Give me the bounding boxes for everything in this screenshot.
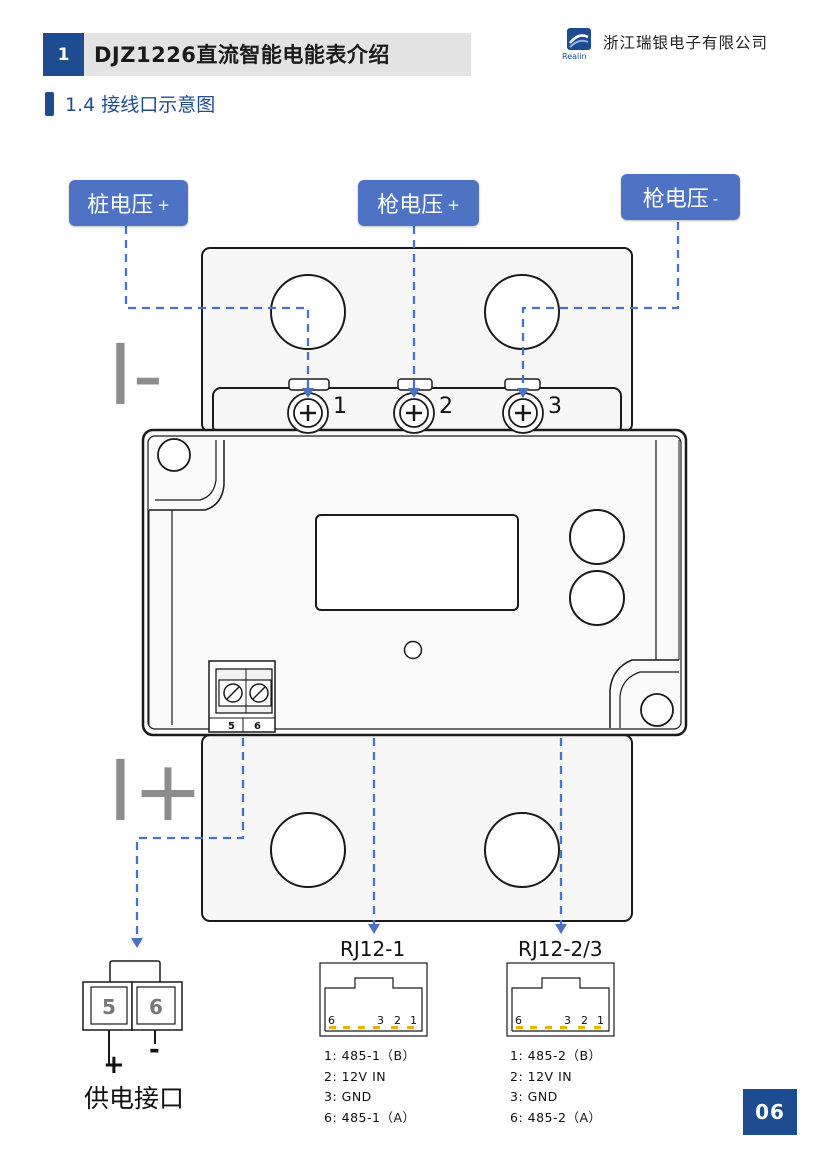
positive-polarity: + <box>103 1050 125 1080</box>
rj12-1-pin-1: 1 <box>410 1014 417 1027</box>
logo-wordmark: Realin <box>562 52 587 61</box>
power-interface-label: 供电接口 <box>84 1084 185 1113</box>
pin-description: 3: GND <box>510 1089 558 1104</box>
section-number: 1 <box>43 33 84 76</box>
callout-gun-voltage-negative: 枪电压- <box>621 174 740 220</box>
realin-logo-icon <box>567 28 591 50</box>
section-header-bar <box>43 33 471 76</box>
callout-text: 枪电压 <box>642 187 709 212</box>
callout-sign: - <box>712 190 719 208</box>
company-name: 浙江瑞银电子有限公司 <box>603 34 769 52</box>
power-terminal-6: 6 <box>149 995 163 1019</box>
callout-pile-voltage-positive: 桩电压+ <box>69 180 188 226</box>
pin-description: 1: 485-1（B） <box>324 1048 416 1063</box>
current-plus-label: I+ <box>108 742 203 840</box>
section-title: DJZ1226直流智能电能表介绍 <box>94 43 390 67</box>
pin-description: 2: 12V IN <box>510 1068 573 1084</box>
screw-terminal-2 <box>393 392 435 434</box>
pin-description: 6: 485-1（A） <box>324 1109 416 1125</box>
page-number: 06 <box>743 1089 797 1135</box>
callout-text: 桩电压 <box>87 193 154 218</box>
rj12-23-connector <box>506 962 615 1037</box>
terminal-number-1: 1 <box>333 394 347 419</box>
pin-description: 3: GND <box>324 1089 372 1104</box>
rj12-23-title: RJ12-2/3 <box>518 937 603 961</box>
subsection-title: 1.4 接线口示意图 <box>65 94 216 116</box>
screw-terminal-3 <box>502 392 544 434</box>
pin-description: 2: 12V IN <box>324 1068 387 1084</box>
small-terminal-label-6: 6 <box>254 721 261 732</box>
terminal-number-3: 3 <box>548 394 562 419</box>
current-minus-label: I- <box>108 326 163 424</box>
terminal-number-2: 2 <box>439 394 453 419</box>
rj12-1-pin-3: 3 <box>377 1014 384 1027</box>
rj12-1-connector <box>319 962 428 1037</box>
rj12-23-pin-list: 1: 485-2（B） 2: 12V IN 3: GND 6: 485-2（A） <box>510 1046 602 1128</box>
callout-sign: + <box>447 196 460 214</box>
rj12-1-pin-6: 6 <box>328 1014 335 1027</box>
rj12-23-pin-2: 2 <box>581 1014 588 1027</box>
negative-polarity: - <box>149 1035 160 1065</box>
small-terminal-label-5: 5 <box>228 721 235 732</box>
power-terminal-block <box>82 960 183 1064</box>
screw-terminal-1 <box>287 392 329 434</box>
callout-gun-voltage-positive: 枪电压+ <box>358 180 479 226</box>
callout-text: 枪电压 <box>377 193 444 218</box>
rj12-1-pin-list: 1: 485-1（B） 2: 12V IN 3: GND 6: 485-1（A） <box>324 1046 416 1128</box>
rj12-23-pin-3: 3 <box>564 1014 571 1027</box>
callout-sign: + <box>157 196 170 214</box>
pin-description: 1: 485-2（B） <box>510 1048 602 1063</box>
rj12-1-pin-2: 2 <box>394 1014 401 1027</box>
rj12-1-title: RJ12-1 <box>340 937 406 961</box>
pin-description: 6: 485-2（A） <box>510 1109 602 1125</box>
subsection-marker <box>45 92 54 116</box>
power-terminal-5: 5 <box>102 995 116 1019</box>
rj12-23-pin-1: 1 <box>597 1014 604 1027</box>
rj12-23-pin-6: 6 <box>515 1014 522 1027</box>
